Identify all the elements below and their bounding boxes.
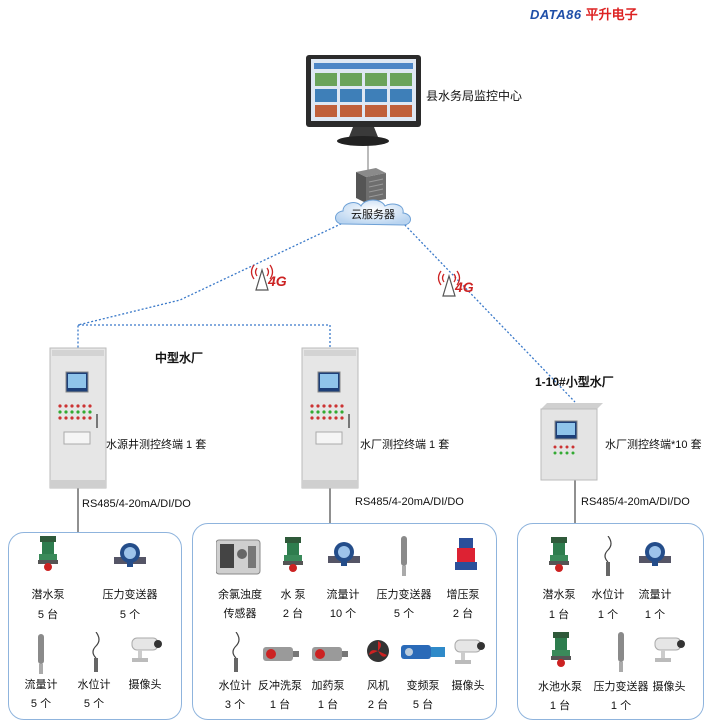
device-count: 2 台 bbox=[282, 608, 304, 620]
device-name: 流量计 bbox=[24, 679, 58, 691]
device-name: 摄像头 bbox=[451, 680, 485, 692]
server-icon bbox=[356, 168, 386, 203]
bus-1-label: RS485/4-20mA/DI/DO bbox=[82, 498, 191, 510]
device-count: 10 个 bbox=[329, 608, 357, 620]
device-count: 1 个 bbox=[597, 609, 619, 621]
device-name: 压力变送器 bbox=[593, 681, 649, 693]
device-count: 1 台 bbox=[317, 699, 339, 711]
device-count: 5 个 bbox=[119, 609, 141, 621]
brand-name-cn: 平升电子 bbox=[585, 8, 638, 23]
center-label: 县水务局监控中心 bbox=[426, 89, 523, 103]
monitor-icon bbox=[306, 55, 421, 146]
probe-icon bbox=[34, 634, 48, 674]
level-sensor-icon bbox=[86, 632, 106, 674]
device-name: 水位计 bbox=[77, 679, 111, 691]
brand-name-en: DATA86 bbox=[530, 7, 582, 22]
probe-icon bbox=[614, 632, 628, 672]
device-name: 余氯浊度 bbox=[218, 589, 262, 601]
level-sensor-icon bbox=[598, 536, 618, 578]
flowmeter-icon bbox=[328, 540, 360, 570]
device-name: 水位计 bbox=[218, 680, 252, 692]
flowmeter-icon bbox=[114, 541, 146, 571]
valve-icon bbox=[281, 537, 305, 573]
cloud-label: 云服务器 bbox=[351, 209, 395, 221]
device-name: 风机 bbox=[367, 680, 389, 692]
device-group-3 bbox=[517, 523, 704, 720]
cellular-4g-label-left: 4G bbox=[268, 273, 287, 289]
device-count: 5 个 bbox=[83, 698, 105, 710]
camera-icon bbox=[651, 634, 691, 666]
device-count: 1 台 bbox=[269, 699, 291, 711]
control-cabinet-2-icon bbox=[301, 347, 359, 489]
terminal-2-label: 水厂测控终端 1 套 bbox=[360, 439, 450, 451]
vfd-pump-icon bbox=[401, 641, 447, 663]
motor-icon bbox=[263, 643, 299, 663]
control-cabinet-1-icon bbox=[49, 347, 107, 489]
bus-3-label: RS485/4-20mA/DI/DO bbox=[581, 496, 690, 508]
device-name: 摄像头 bbox=[652, 681, 686, 693]
device-count: 1 个 bbox=[644, 609, 666, 621]
valve-icon bbox=[36, 536, 60, 572]
device-count: 5 台 bbox=[37, 609, 59, 621]
probe-icon bbox=[397, 536, 411, 576]
device-name: 变频泵 bbox=[406, 680, 440, 692]
booster-pump-icon bbox=[453, 538, 479, 574]
device-name: 压力变送器 bbox=[376, 589, 432, 601]
device-count: 2 台 bbox=[452, 608, 474, 620]
control-cabinet-3-icon bbox=[540, 403, 603, 481]
group-title-small: 1-10#小型水厂 bbox=[535, 375, 614, 389]
valve-icon bbox=[549, 632, 573, 668]
motor-icon bbox=[312, 643, 348, 663]
device-name: 反冲洗泵 bbox=[258, 680, 302, 692]
device-count: 5 个 bbox=[393, 608, 415, 620]
cellular-4g-icon-right bbox=[437, 270, 461, 297]
device-count: 5 台 bbox=[412, 699, 434, 711]
device-name: 流量计 bbox=[638, 589, 672, 601]
device-name: 流量计 bbox=[326, 589, 360, 601]
fan-icon bbox=[365, 638, 391, 664]
camera-icon bbox=[128, 634, 168, 666]
device-name: 加药泵 bbox=[311, 680, 345, 692]
cellular-4g-label-right: 4G bbox=[455, 279, 474, 295]
group-title-mid: 中型水厂 bbox=[155, 351, 204, 365]
terminal-1-label: 水源井测控终端 1 套 bbox=[106, 439, 207, 451]
device-count: 1 个 bbox=[610, 700, 632, 712]
device-count: 5 个 bbox=[30, 698, 52, 710]
flowmeter-icon bbox=[639, 540, 671, 570]
device-count: 1 台 bbox=[549, 700, 571, 712]
device-name: 水位计 bbox=[591, 589, 625, 601]
level-sensor-icon bbox=[226, 632, 246, 674]
device-name: 摄像头 bbox=[128, 679, 162, 691]
device-name: 潜水泵 bbox=[542, 589, 576, 601]
device-name: 压力变送器 bbox=[102, 589, 158, 601]
device-name: 增压泵 bbox=[446, 589, 480, 601]
terminal-3-label: 水厂测控终端*10 套 bbox=[605, 439, 702, 451]
bus-2-label: RS485/4-20mA/DI/DO bbox=[355, 496, 464, 508]
device-count: 1 台 bbox=[548, 609, 570, 621]
device-name: 水 泵 bbox=[280, 589, 306, 601]
device-count: 3 个 bbox=[224, 699, 246, 711]
device-name: 潜水泵 bbox=[31, 589, 65, 601]
cloud-icon bbox=[335, 199, 411, 226]
device-name-line2: 传感器 bbox=[223, 608, 257, 620]
device-group-1 bbox=[8, 532, 182, 720]
chlorine-sensor-icon bbox=[216, 538, 264, 578]
cellular-4g-icon-left bbox=[250, 264, 274, 291]
device-name: 水池水泵 bbox=[538, 681, 582, 693]
valve-icon bbox=[547, 537, 571, 573]
device-count: 2 台 bbox=[367, 699, 389, 711]
camera-icon bbox=[451, 636, 491, 668]
